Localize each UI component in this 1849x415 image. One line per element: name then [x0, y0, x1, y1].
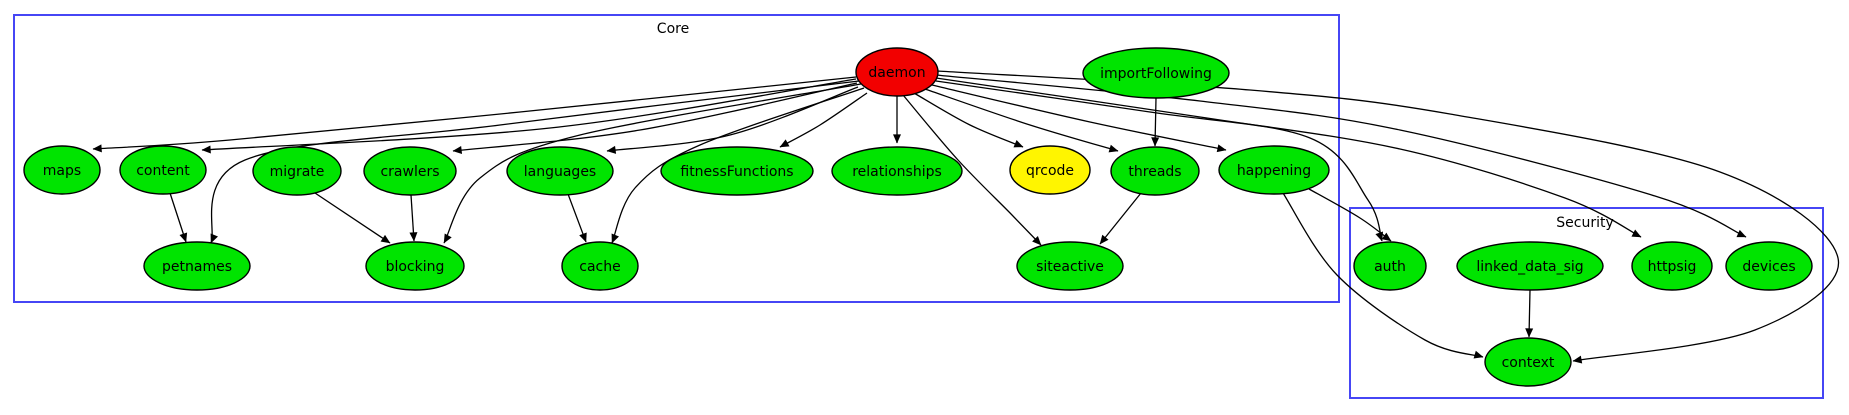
edge-daemon-to-maps: [92, 76, 857, 153]
edge-threads-to-siteactive: [1099, 192, 1142, 245]
node-petnames-label: petnames: [162, 259, 232, 275]
node-blocking-label: blocking: [386, 259, 445, 275]
node-migrate-ellipse: [252, 146, 342, 196]
node-qrcode-ellipse: [1009, 145, 1091, 195]
edge-migrate-to-blocking: [314, 192, 391, 244]
node-maps: maps: [23, 145, 101, 195]
edge-daemon-to-threads: [924, 88, 1119, 153]
node-fitnessFunctions-label: fitnessFunctions: [680, 164, 793, 180]
node-relationships-ellipse: [831, 146, 963, 196]
node-crawlers: crawlers: [363, 146, 457, 196]
node-petnames-ellipse: [143, 241, 251, 291]
node-importFollowing-ellipse: [1082, 47, 1230, 99]
node-linked_data_sig-ellipse: [1456, 241, 1604, 291]
edge-crawlers-to-blocking: [409, 194, 418, 242]
node-migrate-label: migrate: [270, 164, 325, 180]
edge-daemon-to-content: [201, 78, 857, 154]
node-petnames: petnames: [143, 241, 251, 291]
node-maps-ellipse: [23, 145, 101, 195]
node-daemon: daemon: [855, 47, 939, 97]
edge-daemon-to-petnames: [210, 80, 860, 244]
node-cache-label: cache: [579, 259, 620, 275]
node-httpsig: httpsig: [1631, 241, 1713, 291]
cluster-core-label: Core: [657, 21, 689, 37]
cluster-core-box: [13, 14, 1340, 303]
edge-importFollowing-to-threads: [1151, 97, 1160, 147]
node-linked_data_sig: linked_data_sig: [1456, 241, 1604, 291]
node-auth-label: auth: [1374, 259, 1406, 275]
node-languages-label: languages: [524, 164, 596, 180]
edge-daemon-to-httpsig: [935, 77, 1642, 238]
node-qrcode: qrcode: [1009, 145, 1091, 195]
node-crawlers-ellipse: [363, 146, 457, 196]
node-siteactive: siteactive: [1016, 241, 1124, 291]
node-crawlers-label: crawlers: [380, 164, 439, 180]
node-daemon-ellipse: [855, 47, 939, 97]
node-content-label: content: [136, 163, 190, 179]
node-auth: auth: [1353, 241, 1427, 291]
node-auth-ellipse: [1353, 241, 1427, 291]
node-linked_data_sig-label: linked_data_sig: [1476, 259, 1583, 275]
node-devices: devices: [1725, 241, 1813, 291]
node-fitnessFunctions: fitnessFunctions: [660, 146, 814, 196]
edge-daemon-to-qrcode: [913, 92, 1024, 148]
node-content-ellipse: [119, 145, 207, 195]
node-blocking-ellipse: [365, 241, 465, 291]
edge-happening-to-auth: [1308, 188, 1392, 242]
node-content: content: [119, 145, 207, 195]
node-threads: threads: [1110, 146, 1200, 196]
edge-daemon-to-devices: [935, 74, 1747, 238]
cluster-security-label: Security: [1556, 215, 1614, 231]
node-cache: cache: [561, 241, 639, 291]
node-maps-label: maps: [43, 163, 81, 179]
node-threads-ellipse: [1110, 146, 1200, 196]
node-daemon-label: daemon: [868, 65, 925, 81]
edge-languages-to-cache: [567, 193, 587, 243]
node-happening: happening: [1218, 145, 1330, 195]
edge-happening-to-context: [1282, 192, 1484, 359]
node-context-ellipse: [1484, 337, 1572, 387]
edge-daemon-to-languages: [606, 86, 859, 154]
node-happening-ellipse: [1218, 145, 1330, 195]
node-importFollowing: importFollowing: [1082, 47, 1230, 99]
edge-content-to-petnames: [169, 192, 188, 243]
node-threads-label: threads: [1128, 164, 1181, 180]
node-importFollowing-label: importFollowing: [1100, 66, 1212, 82]
node-siteactive-ellipse: [1016, 241, 1124, 291]
node-relationships-label: relationships: [852, 164, 942, 180]
edge-daemon-to-blocking: [443, 83, 862, 244]
edge-linked_data_sig-to-context: [1525, 289, 1534, 338]
node-blocking: blocking: [365, 241, 465, 291]
edge-daemon-to-siteactive: [902, 94, 1042, 246]
node-languages: languages: [506, 146, 614, 196]
node-siteactive-label: siteactive: [1036, 259, 1104, 275]
node-migrate: migrate: [252, 146, 342, 196]
node-relationships: relationships: [831, 146, 963, 196]
edge-daemon-to-fitnessFunctions: [779, 92, 868, 148]
node-context: context: [1484, 337, 1572, 387]
edge-daemon-to-context: [936, 70, 1840, 364]
node-happening-label: happening: [1237, 163, 1311, 179]
edge-daemon-to-crawlers: [452, 82, 858, 155]
edge-daemon-to-happening: [931, 84, 1227, 153]
edge-daemon-to-cache: [611, 87, 865, 244]
node-devices-label: devices: [1742, 259, 1795, 275]
node-cache-ellipse: [561, 241, 639, 291]
cluster-security-box: [1349, 207, 1824, 399]
node-devices-ellipse: [1725, 241, 1813, 291]
node-qrcode-label: qrcode: [1026, 163, 1074, 179]
node-languages-ellipse: [506, 146, 614, 196]
node-httpsig-label: httpsig: [1648, 259, 1697, 275]
node-httpsig-ellipse: [1631, 241, 1713, 291]
node-fitnessFunctions-ellipse: [660, 146, 814, 196]
node-context-label: context: [1502, 355, 1555, 371]
